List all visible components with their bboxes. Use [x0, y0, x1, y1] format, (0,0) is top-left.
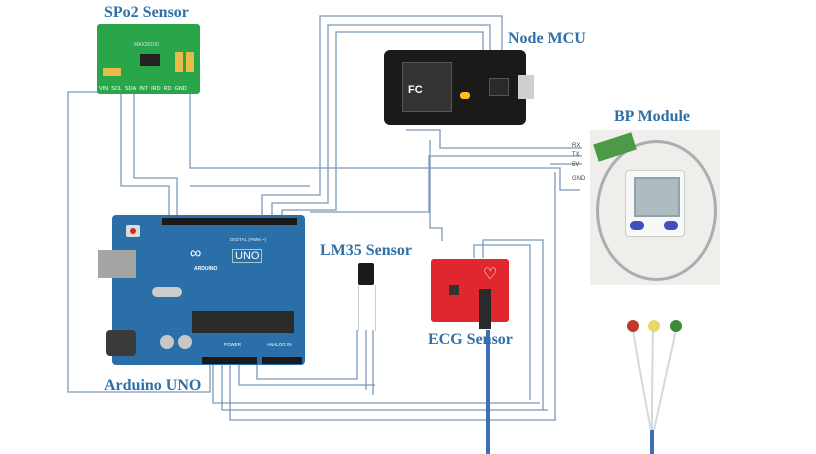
arduino-digital-header — [162, 218, 297, 225]
nodemcu-wifi-module — [402, 62, 452, 112]
nodemcu-led — [460, 92, 470, 99]
wire-ecg-2 — [482, 239, 544, 410]
wire-ard-pwr-1 — [212, 362, 540, 404]
electrode-yellow — [648, 320, 660, 332]
wire-ard-nodemcu-3 — [281, 31, 484, 218]
bp-module-photo — [590, 130, 720, 285]
electrode-lead-wire — [651, 329, 654, 431]
electrode-leads-svg — [627, 320, 682, 431]
ecg-sensor-board: ♡ — [431, 259, 509, 329]
electrode-green — [670, 320, 682, 332]
spo2-pin: VIN — [99, 86, 109, 92]
wire-bp-tx — [310, 155, 582, 213]
bp-cuff-tube — [596, 140, 717, 281]
bp-pin-5v: 5V — [572, 162, 580, 168]
lm35-sensor — [358, 263, 374, 285]
nodemcu-label: Node MCU — [508, 30, 586, 47]
wire-ard-pwr-4 — [238, 362, 375, 386]
wire-ecg-1 — [473, 244, 531, 400]
bp-button-right — [664, 221, 678, 230]
arduino-atmega-chip — [192, 311, 294, 333]
bp-pin-tx: TX — [572, 152, 580, 158]
ecg-label: ECG Sensor — [428, 331, 513, 348]
arduino-power-jack — [106, 330, 136, 356]
wire-nodemcu-bp-rx — [406, 129, 582, 149]
bp-button-left — [630, 221, 644, 230]
spo2-pin-row: VIN SCL SDA INT IRD RD GND — [99, 86, 187, 92]
spo2-chip — [140, 54, 160, 66]
wire-spo2-sda — [133, 92, 178, 218]
nodemcu-fc-mark: FC — [408, 84, 423, 96]
spo2-sensor-board: MAX30100 VIN SCL SDA INT IRD RD GND — [97, 24, 200, 94]
arduino-usb-port — [98, 250, 136, 278]
arduino-crystal — [152, 287, 182, 297]
bp-monitor — [625, 170, 685, 237]
wire-spo2-vin — [67, 91, 211, 393]
electrode-leads — [612, 315, 692, 435]
lm35-label: LM35 Sensor — [320, 242, 412, 259]
spo2-pin: INT — [139, 86, 149, 92]
spo2-capacitor — [175, 52, 183, 72]
spo2-pin: RD — [163, 86, 172, 92]
arduino-logo-icon: ∞ — [190, 245, 202, 262]
arduino-label: Arduino UNO — [104, 377, 202, 394]
spo2-pin: SDA — [124, 86, 137, 92]
spo2-pin: SCL — [111, 86, 122, 92]
arduino-board: DIGITAL (PWM ~) ∞ ARDUINO UNO POWER ANAL… — [98, 215, 305, 365]
wire-spo2-scl — [120, 92, 170, 218]
nodemcu-board: FC — [384, 50, 526, 125]
ecg-chip — [449, 285, 459, 295]
bp-label: BP Module — [614, 108, 691, 125]
wire-nodemcu-tx — [429, 140, 443, 241]
ecg-heart-icon: ♡ — [483, 266, 498, 283]
arduino-power-label: POWER — [224, 342, 242, 347]
wire-spo2-gnd — [189, 92, 580, 191]
bp-screen — [634, 177, 680, 217]
bp-pin-rx: RX — [572, 143, 581, 149]
arduino-analog-label: ANALOG IN — [267, 342, 292, 347]
arduino-power-header — [202, 357, 257, 364]
lm35-leads — [358, 285, 376, 331]
arduino-capacitor-1 — [160, 335, 174, 349]
electrode-lead-wire — [653, 329, 677, 431]
bp-pin-gnd: GND — [572, 176, 586, 182]
wire-ard-analog — [256, 330, 358, 380]
spo2-pin: GND — [174, 86, 187, 92]
arduino-analog-header — [262, 357, 302, 364]
spo2-label: SPo2 Sensor — [104, 4, 189, 21]
wires — [67, 15, 582, 421]
arduino-capacitor-2 — [178, 335, 192, 349]
arduino-reset-button — [126, 225, 140, 237]
spo2-chip-label: MAX30100 — [134, 42, 159, 48]
wire-ard-pwr-2 — [221, 362, 548, 411]
wire-ard-nodemcu-1 — [261, 15, 503, 218]
spo2-pin: IRD — [151, 86, 161, 92]
ecg-jack — [479, 289, 491, 329]
electrode-lead-wire — [632, 329, 652, 431]
spo2-crystal — [103, 68, 121, 76]
wire-ard-nodemcu-2 — [271, 24, 491, 218]
arduino-digital-label: DIGITAL (PWM ~) — [230, 237, 267, 242]
arduino-model-label: UNO — [232, 249, 263, 263]
wire-ard-pwr-3 — [229, 362, 556, 421]
electrode-red — [627, 320, 639, 332]
arduino-logo-text: ARDUINO — [194, 266, 218, 272]
nodemcu-chip — [489, 78, 509, 96]
spo2-capacitor-2 — [186, 52, 194, 72]
nodemcu-usb-port — [518, 75, 534, 99]
